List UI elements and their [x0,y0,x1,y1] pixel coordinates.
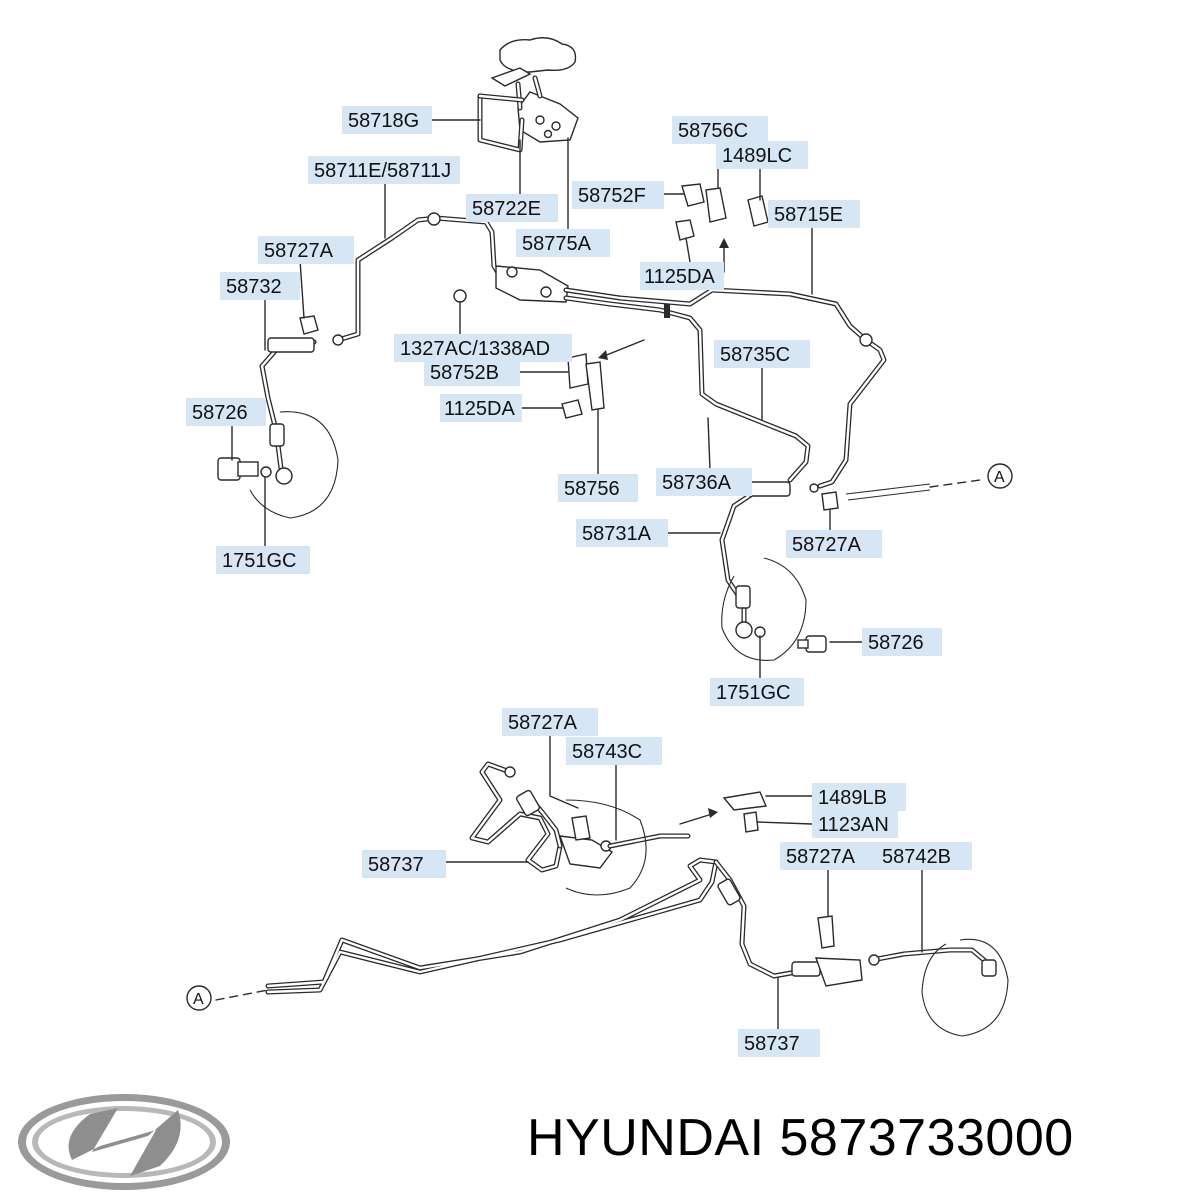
label-58715E: 58715E [768,200,860,228]
hyundai-logo-icon [18,1094,230,1190]
svg-text:58715E: 58715E [774,204,843,226]
svg-text:1123AN: 1123AN [818,814,889,836]
label-58726-front-right: 58726 [862,628,942,656]
label-58756: 58756 [558,474,638,502]
svg-text:58711E/58711J: 58711E/58711J [314,160,451,182]
label-58736A: 58736A [656,468,752,496]
label-58737-rear-left: 58737 [362,850,446,878]
svg-text:58722E: 58722E [472,198,541,220]
label-58727A-front-left: 58727A [258,236,354,264]
label-58756C: 58756C [672,116,768,144]
label-58731A: 58731A [576,519,668,547]
proportioning-valve [495,265,569,303]
svg-text:58727A: 58727A [264,240,334,262]
svg-text:58731A: 58731A [582,523,652,545]
label-1327AC-1338AD: 1327AC/1338AD [394,334,572,362]
svg-text:1489LC: 1489LC [722,145,792,167]
banjo-bolt-left [217,457,272,481]
brand-caption: HYUNDAI 5873733000 [527,1109,1074,1167]
label-58743C: 58743C [566,737,662,765]
ref-a-top: A [994,469,1005,486]
label-58727A-rear-left: 58727A [502,708,598,736]
label-58727A-rear-right: 58727A [780,842,876,870]
label-58732: 58732 [220,272,300,300]
svg-text:1125DA: 1125DA [644,266,715,288]
label-58711E-58711J: 58711E/58711J [308,156,460,184]
svg-text:58742B: 58742B [882,846,951,868]
svg-text:58726: 58726 [868,632,924,654]
label-1125DA-top: 1125DA [640,262,724,290]
svg-text:1751GC: 1751GC [222,550,297,572]
svg-text:58727A: 58727A [792,534,862,556]
svg-text:1751GC: 1751GC [716,682,791,704]
label-58737-rear-right: 58737 [738,1029,820,1057]
svg-text:58718G: 58718G [348,110,419,132]
svg-text:1327AC/1338AD: 1327AC/1338AD [400,338,550,360]
svg-text:58752F: 58752F [578,185,646,207]
callout-labels: 58718G 58711E/58711J 58722E 58775A 58756… [186,106,972,1057]
label-58726-front-left: 58726 [186,398,266,426]
svg-text:58743C: 58743C [572,741,642,763]
label-1751GC-right: 1751GC [710,678,804,706]
svg-text:58752B: 58752B [430,362,499,384]
svg-text:58737: 58737 [368,854,424,876]
svg-text:1125DA: 1125DA [444,398,515,420]
label-58735C: 58735C [714,340,810,368]
svg-text:58756: 58756 [564,478,620,500]
label-58718G: 58718G [342,106,432,134]
label-58752B: 58752B [424,358,520,386]
label-1751GC-left: 1751GC [216,546,310,574]
label-58722E: 58722E [466,194,558,222]
leader-lines [231,119,923,1035]
label-58752F: 58752F [572,181,664,209]
master-cylinder [490,37,579,143]
label-58727A-front-right: 58727A [786,530,882,558]
label-1489LC: 1489LC [716,141,808,169]
label-58742B: 58742B [876,842,972,870]
svg-text:1489LB: 1489LB [818,787,887,809]
svg-text:58775A: 58775A [522,233,592,255]
svg-text:58735C: 58735C [720,344,790,366]
label-1125DA-mid: 1125DA [440,394,522,422]
svg-text:58737: 58737 [744,1033,800,1055]
label-1489LB: 1489LB [812,783,906,811]
svg-text:58732: 58732 [226,276,282,298]
svg-text:58727A: 58727A [786,846,856,868]
label-58775A: 58775A [516,229,610,257]
svg-text:58756C: 58756C [678,120,748,142]
svg-text:58727A: 58727A [508,712,578,734]
label-1123AN: 1123AN [812,810,898,838]
ref-a-bottom: A [193,991,204,1008]
svg-text:58726: 58726 [192,402,248,424]
svg-text:58736A: 58736A [662,472,732,494]
